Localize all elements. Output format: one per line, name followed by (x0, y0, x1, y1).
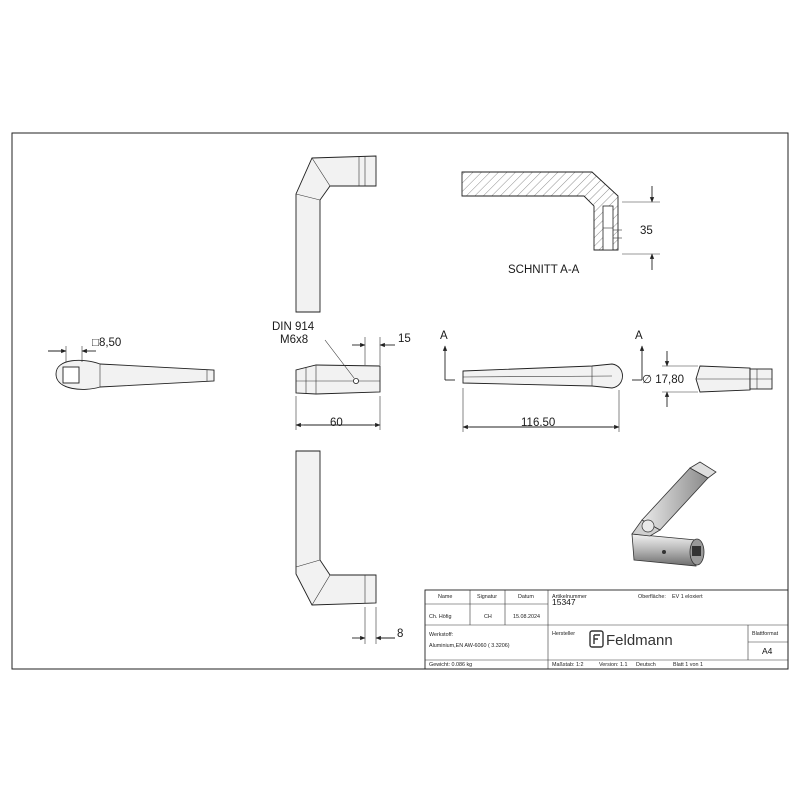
title-block (424, 589, 789, 670)
tb-signatur: CH (484, 614, 492, 620)
tb-werkstoff-value: Aluminium,EN AW-6060 ( 3.3206) (429, 643, 510, 649)
tb-artikelnummer: 15347 (552, 597, 576, 607)
tb-blattformat-label: Blattformat (752, 631, 779, 637)
side-view-hub (295, 337, 395, 430)
front-view-handle (442, 345, 645, 432)
dim-din-line1: DIN 914 (272, 321, 315, 333)
isometric-view (631, 461, 717, 567)
dim-din-line2: M6x8 (280, 334, 308, 346)
tb-werkstoff-label: Werkstoff: (429, 632, 453, 638)
right-end-view (662, 351, 773, 407)
tb-blatt: Blatt 1 von 1 (673, 662, 703, 668)
section-label: SCHNITT A-A (508, 264, 580, 276)
drawing-frame (11, 132, 789, 670)
dim-diameter: ∅ 17,80 (642, 374, 684, 386)
top-view-handle (295, 155, 377, 313)
dim-length: 116.50 (521, 417, 555, 429)
bottom-view-handle (295, 450, 395, 644)
tb-header-artikel: Artikelnummer (552, 594, 587, 600)
tb-gewicht: Gewicht: 0.086 kg (429, 662, 472, 668)
tb-massstab: Maßstab: 1:2 (552, 662, 583, 668)
left-end-view (48, 346, 215, 390)
tb-version: Version: 1.1 (599, 662, 627, 668)
tb-header-name: Name (438, 594, 452, 600)
tb-hersteller-label: Hersteller (552, 631, 575, 637)
tb-logo-text: Feldmann (606, 632, 673, 649)
tb-datum: 15.08.2024 (513, 614, 540, 620)
tb-header-oberflaeche: Oberfläche: (638, 594, 666, 600)
tb-oberflaeche-value: EV 1 eloxiert (672, 594, 703, 600)
section-a-a (461, 171, 660, 270)
dim-square: □8,50 (92, 337, 121, 349)
tb-name: Ch. Höfig (429, 614, 451, 620)
feldmann-logo-icon (589, 630, 604, 648)
dim-thirtyfive: 35 (640, 225, 653, 237)
tb-sprache: Deutsch (636, 662, 656, 668)
tb-blattformat-value: A4 (762, 646, 773, 656)
section-marker-left: A (440, 330, 448, 342)
dim-eight: 8 (397, 628, 403, 640)
dim-fifteen: 15 (398, 333, 411, 345)
tb-header-datum: Datum (518, 594, 534, 600)
tb-header-signatur: Signatur (477, 594, 497, 600)
section-marker-right: A (635, 330, 643, 342)
dim-sixty: 60 (330, 417, 343, 429)
